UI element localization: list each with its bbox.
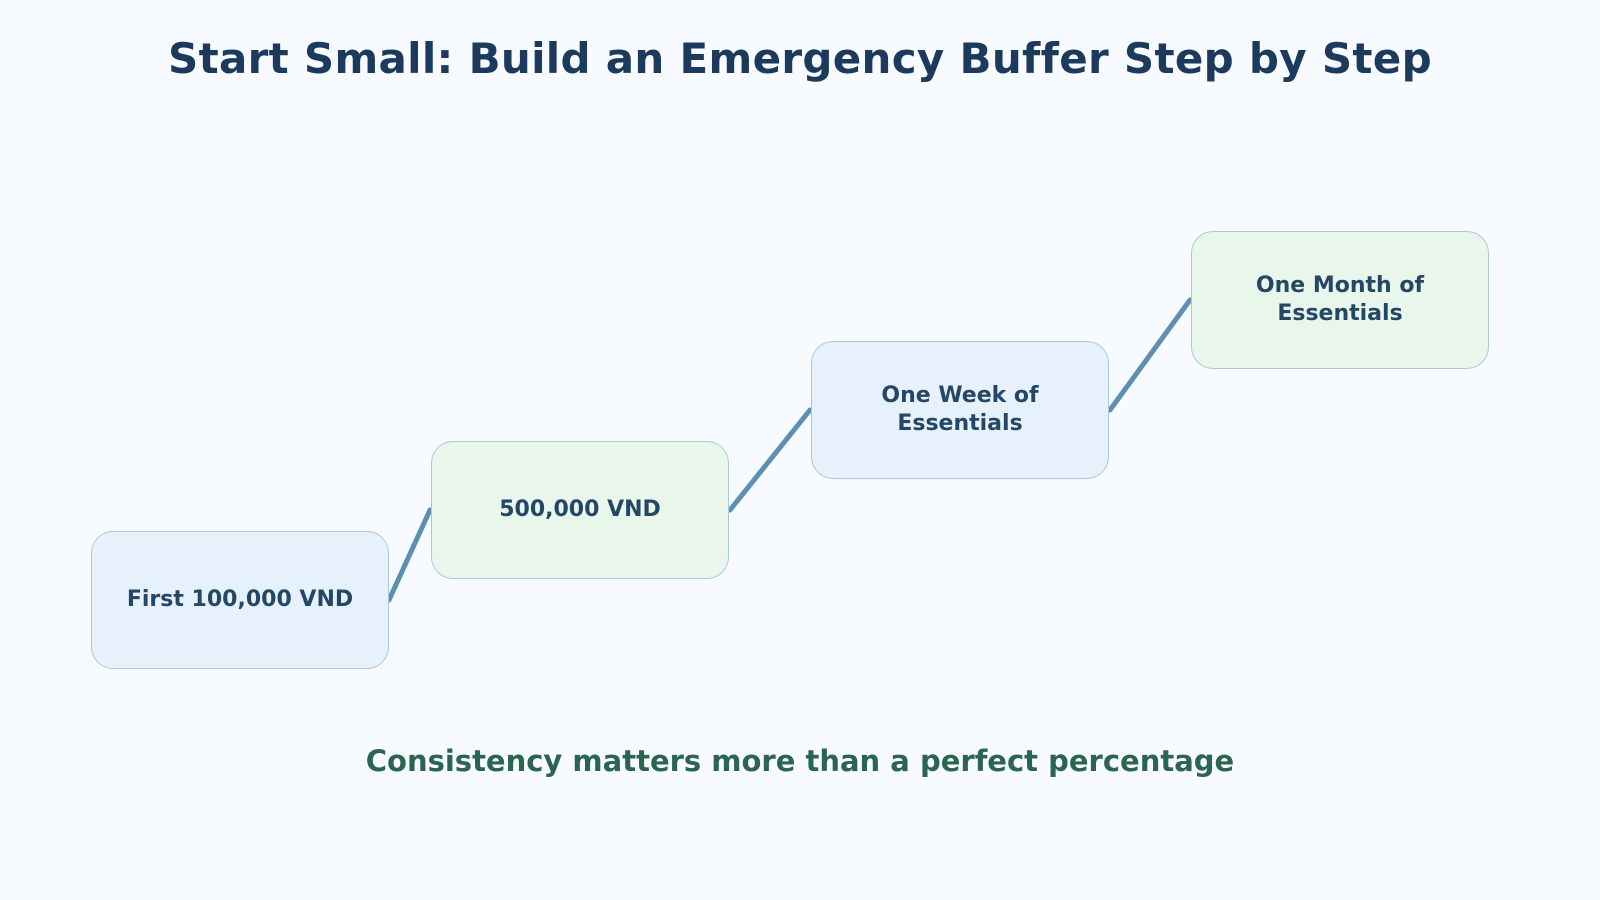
connector-1-2 [386, 507, 433, 603]
step-label: One Month of Essentials [1255, 273, 1425, 326]
step-first-100000-vnd: First 100,000 VND [91, 531, 389, 669]
step-one-week-essentials: One Week of Essentials [811, 341, 1109, 479]
step-500000-vnd: 500,000 VND [431, 441, 729, 579]
connector-2-3 [727, 407, 813, 513]
step-label: 500,000 VND [499, 497, 661, 522]
connector-3-4 [1107, 297, 1193, 413]
step-one-month-essentials: One Month of Essentials [1191, 231, 1489, 369]
footer-message: Consistency matters more than a perfect … [365, 744, 1235, 778]
step-label: First 100,000 VND [126, 587, 354, 612]
step-label: One Week of Essentials [881, 383, 1039, 436]
diagram-title: Start Small: Build an Emergency Buffer S… [168, 34, 1432, 83]
